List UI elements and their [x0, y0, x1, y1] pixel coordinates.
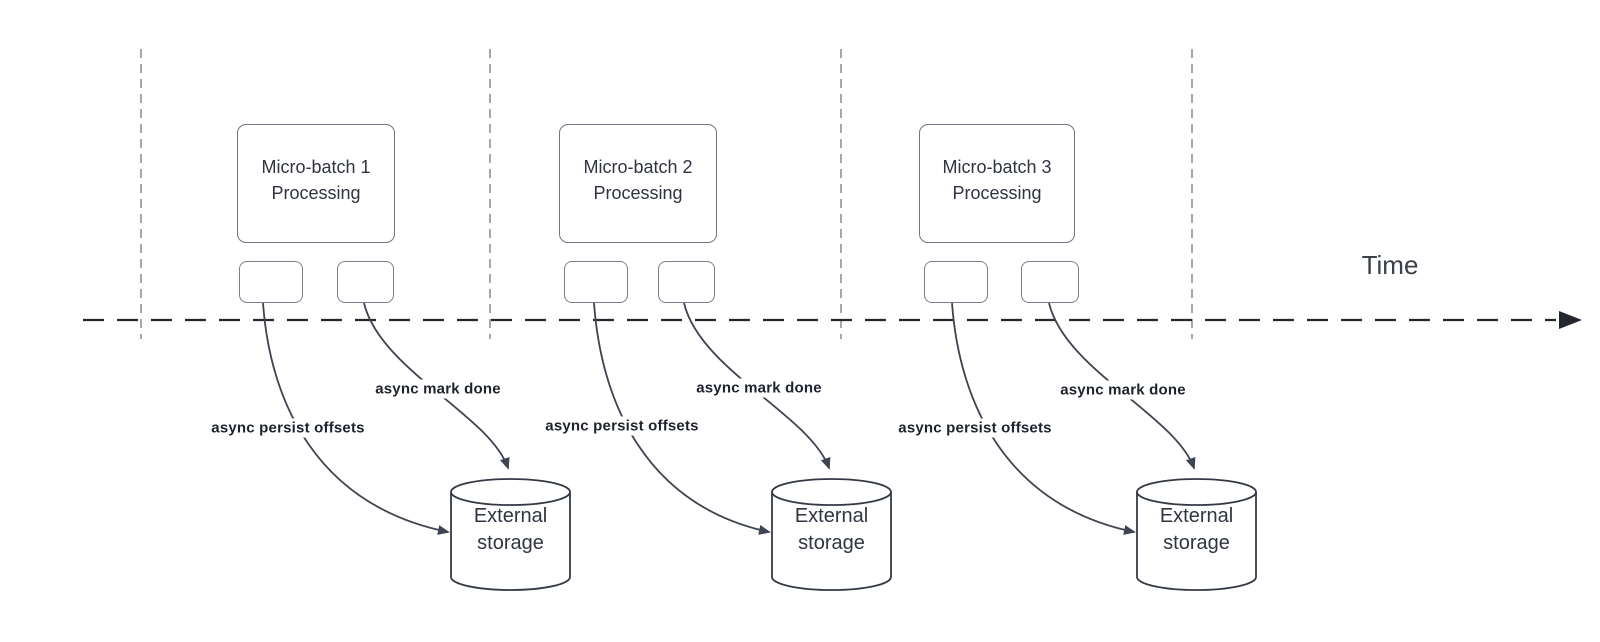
storage-label: External storage	[473, 505, 548, 554]
micro-batch-2-box: Micro-batch 2 Processing	[559, 124, 717, 243]
task-box-persist-offsets	[239, 261, 303, 303]
mark-done-label: async mark done	[692, 378, 826, 398]
task-box-persist-offsets	[564, 261, 628, 303]
batch-subtitle: Processing	[271, 182, 361, 203]
batch-title: Micro-batch 2	[583, 156, 693, 177]
task-box-persist-offsets	[924, 261, 988, 303]
mark-done-label: async mark done	[371, 379, 505, 399]
time-axis-arrowhead-icon	[1559, 311, 1582, 329]
persist-offsets-label: async persist offsets	[894, 418, 1056, 438]
persist-offsets-label: async persist offsets	[207, 418, 369, 438]
persist-offsets-arrow	[262, 302, 450, 535]
task-box-mark-done	[658, 261, 715, 303]
external-storage-cylinder-icon	[771, 478, 892, 591]
external-storage-cylinder-icon	[450, 478, 571, 591]
time-axis-label: Time	[1361, 250, 1419, 280]
batch-title: Micro-batch 3	[942, 156, 1052, 177]
storage-label: External storage	[794, 505, 869, 554]
task-box-mark-done	[337, 261, 394, 303]
external-storage-cylinder-icon	[1136, 478, 1257, 591]
mark-done-label: async mark done	[1056, 380, 1190, 400]
micro-batch-3-box: Micro-batch 3 Processing	[919, 124, 1075, 243]
persist-offsets-arrow	[951, 302, 1136, 535]
batch-title: Micro-batch 1	[261, 156, 371, 177]
storage-label: External storage	[1159, 505, 1234, 554]
batch-subtitle: Processing	[593, 182, 683, 203]
persist-offsets-arrow	[593, 302, 771, 535]
batch-subtitle: Processing	[952, 182, 1042, 203]
task-box-mark-done	[1021, 261, 1079, 303]
persist-offsets-label: async persist offsets	[541, 416, 703, 436]
micro-batch-1-box: Micro-batch 1 Processing	[237, 124, 395, 243]
